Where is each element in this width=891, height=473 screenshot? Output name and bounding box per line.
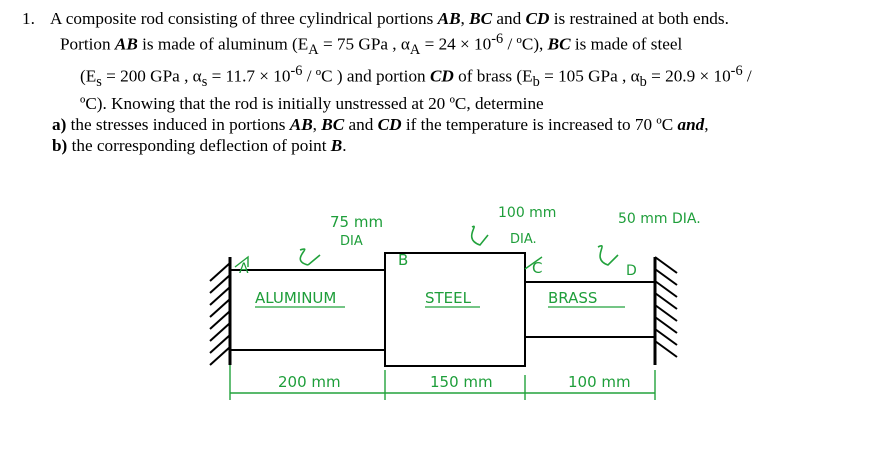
- label-75mm: 75 mm: [330, 213, 383, 231]
- leader-aluminum: [299, 248, 309, 266]
- problem-line-3: (Es = 200 GPa , αs = 11.7 × 10-6 / ºC ) …: [80, 63, 752, 91]
- point-b: B: [398, 251, 408, 269]
- problem-line-1-text: A composite rod consisting of three cyli…: [50, 9, 729, 28]
- label-dia-1: DIA: [340, 234, 363, 249]
- point-a: A: [239, 261, 249, 277]
- part-a: a) the stresses induced in portions AB, …: [52, 115, 709, 135]
- problem-number: 1.: [22, 9, 35, 28]
- leader-steel: [470, 225, 489, 246]
- part-b-label: b): [52, 136, 68, 156]
- label-brass: BRASS: [548, 289, 597, 307]
- length-150mm: 150 mm: [430, 373, 493, 391]
- leader-brass: [597, 245, 619, 266]
- problem-statement: 1. A composite rod consisting of three cy…: [22, 8, 882, 156]
- point-d: D: [626, 263, 637, 279]
- segment-aluminum: [229, 269, 386, 351]
- right-wall: [653, 256, 678, 365]
- length-200mm: 200 mm: [278, 373, 341, 391]
- point-c: C: [532, 259, 542, 277]
- part-a-label: a): [52, 115, 67, 135]
- label-50mm: 50 mm DIA.: [618, 211, 700, 227]
- label-dia-2: DIA.: [510, 232, 537, 247]
- problem-line-1: 1. A composite rod consisting of three cy…: [22, 8, 882, 29]
- problem-line-2: Portion AB is made of aluminum (EA = 75 …: [60, 31, 683, 59]
- problem-line-4: ºC). Knowing that the rod is initially u…: [80, 94, 544, 114]
- length-100mm: 100 mm: [568, 373, 631, 391]
- composite-rod-figure: 75 mm DIA 100 mm DIA. 50 mm DIA. A B C D…: [209, 205, 700, 400]
- segment-brass: [524, 281, 656, 338]
- segment-steel: [384, 252, 526, 367]
- label-steel: STEEL: [425, 289, 472, 307]
- label-aluminum: ALUMINUM: [255, 289, 336, 307]
- left-wall: [209, 257, 232, 366]
- dimension-lines: [229, 365, 656, 400]
- part-b: b) the corresponding deflection of point…: [52, 136, 347, 156]
- label-100mm: 100 mm: [498, 205, 556, 221]
